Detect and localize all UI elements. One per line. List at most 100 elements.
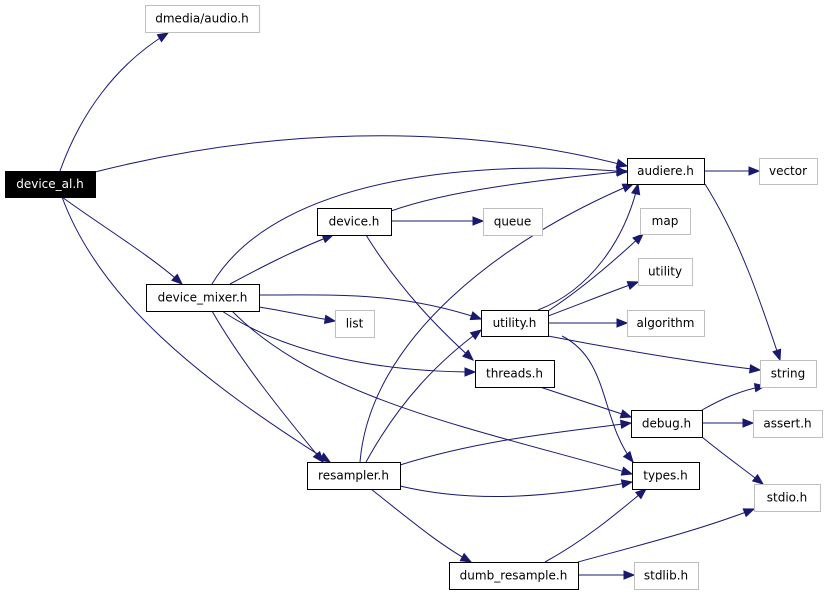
node-debug[interactable]: debug.h: [631, 410, 703, 438]
node-box: [634, 562, 699, 590]
node-device-mixer[interactable]: device_mixer.h: [146, 284, 260, 312]
node-utility-h[interactable]: utility.h: [481, 310, 549, 337]
edge-utility_h-to-utility: [547, 281, 640, 317]
node-box: [627, 158, 705, 185]
edge-device_al-to-device_mixer: [61, 196, 183, 285]
node-label: device_al.h: [16, 177, 84, 191]
arrowhead: [462, 349, 474, 361]
edge-line: [365, 329, 482, 463]
edge-utility_h-to-audiere: [537, 182, 641, 311]
arrowhead: [742, 418, 755, 428]
node-dmedia[interactable]: dmedia/audio.h: [145, 5, 260, 33]
node-queue[interactable]: queue: [483, 208, 543, 236]
edge-line: [211, 310, 324, 463]
node-utility[interactable]: utility: [638, 258, 693, 286]
node-device[interactable]: device.h: [317, 208, 392, 236]
edge-line: [399, 481, 633, 498]
edge-line: [59, 32, 169, 172]
edge-device-to-threads: [365, 234, 474, 361]
edge-dumb_resample-to-stdio: [577, 508, 756, 563]
edge-line: [390, 170, 628, 212]
node-list[interactable]: list: [335, 310, 375, 338]
arrowhead: [634, 488, 648, 500]
node-assert[interactable]: assert.h: [753, 410, 823, 438]
arrowhead: [632, 233, 644, 245]
edge-resampler-to-debug: [399, 419, 633, 466]
node-box: [475, 360, 555, 388]
node-resampler[interactable]: resampler.h: [307, 462, 401, 490]
edge-utility_h-to-string: [547, 335, 762, 374]
node-box: [760, 360, 817, 388]
arrowhead: [469, 311, 483, 321]
arrowhead: [616, 167, 629, 177]
node-box: [5, 171, 96, 198]
edge-audiere-to-vector: [703, 166, 761, 176]
edge-line: [577, 508, 755, 563]
edge-device_mixer-to-device: [229, 234, 335, 285]
node-string[interactable]: string: [760, 360, 817, 388]
arrowhead: [751, 473, 765, 485]
node-label: dmedia/audio.h: [155, 12, 249, 26]
edge-line: [365, 234, 474, 361]
node-map[interactable]: map: [640, 208, 691, 235]
edge-dumb_resample-to-stdlib: [578, 570, 636, 580]
edge-utility_h-to-algorithm: [548, 318, 629, 328]
edge-device_al-to-dmedia: [59, 32, 170, 172]
node-box: [307, 462, 401, 490]
arrowhead: [749, 364, 762, 374]
edge-line: [547, 233, 644, 312]
node-box: [632, 462, 700, 490]
edge-line: [258, 306, 336, 322]
arrowhead: [615, 158, 629, 168]
arrowhead: [469, 329, 483, 341]
node-label: assert.h: [763, 417, 811, 431]
edge-line: [211, 167, 628, 285]
arrowhead: [621, 183, 635, 193]
node-stdlib[interactable]: stdlib.h: [634, 562, 699, 590]
arrowhead: [772, 348, 782, 362]
node-audiere[interactable]: audiere.h: [627, 158, 705, 185]
edge-device_mixer-to-types: [231, 310, 634, 476]
edge-device-to-queue: [391, 216, 485, 226]
edge-line: [258, 294, 482, 320]
arrowhead: [742, 508, 756, 518]
edge-debug-to-string: [701, 382, 767, 411]
edges-layer: [59, 32, 782, 580]
arrowhead: [472, 216, 485, 226]
arrowhead: [622, 450, 634, 464]
node-label: debug.h: [642, 417, 691, 431]
arrowhead: [631, 182, 641, 196]
node-label: stdio.h: [767, 491, 807, 505]
edge-dumb_resample-to-types: [544, 488, 648, 563]
node-algorithm[interactable]: algorithm: [627, 310, 705, 337]
node-dumb-resample[interactable]: dumb_resample.h: [449, 562, 579, 590]
node-threads[interactable]: threads.h: [475, 360, 555, 388]
edge-line: [701, 436, 764, 485]
node-label: types.h: [643, 469, 687, 483]
arrowhead: [171, 273, 183, 285]
edge-line: [94, 135, 628, 173]
node-label: utility.h: [493, 316, 537, 330]
edge-line: [537, 183, 639, 311]
node-box: [145, 5, 260, 33]
node-label: list: [346, 317, 364, 331]
edge-line: [544, 488, 647, 563]
edge-line: [61, 196, 331, 463]
arrowhead: [623, 570, 636, 580]
node-label: resampler.h: [318, 469, 389, 483]
node-types[interactable]: types.h: [632, 462, 700, 490]
node-label: dumb_resample.h: [460, 569, 568, 583]
node-stdio[interactable]: stdio.h: [754, 484, 821, 512]
edge-line: [704, 183, 781, 361]
edge-audiere-to-string: [704, 183, 782, 362]
node-label: audiere.h: [637, 164, 694, 178]
node-label: device.h: [329, 215, 380, 229]
node-label: stdlib.h: [644, 569, 688, 583]
node-box: [627, 310, 705, 337]
edge-device_mixer-to-threads: [221, 310, 477, 377]
node-vector[interactable]: vector: [759, 158, 818, 185]
edge-debug-to-assert: [702, 418, 755, 428]
edge-line: [231, 310, 633, 475]
node-device-al[interactable]: device_al.h: [5, 171, 96, 198]
arrowhead: [620, 466, 634, 476]
